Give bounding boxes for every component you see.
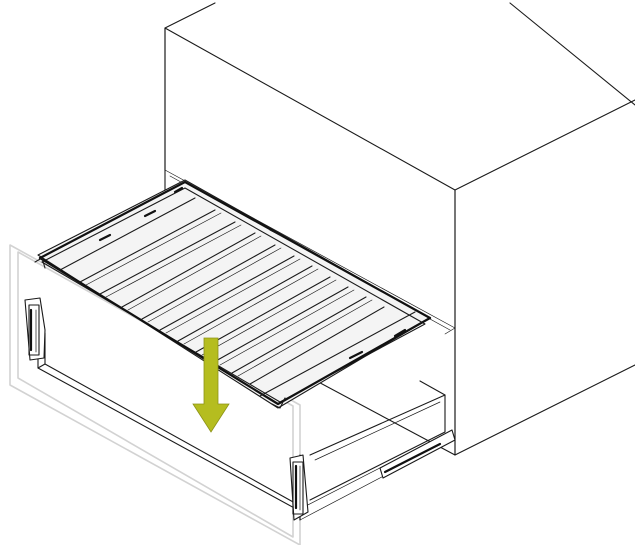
tray-ribs bbox=[79, 209, 385, 385]
drawer-runner bbox=[379, 429, 456, 479]
left-rail-fitting bbox=[24, 297, 46, 361]
down-arrow-icon bbox=[192, 337, 230, 433]
insert-tray bbox=[34, 179, 432, 409]
right-rail-fitting bbox=[289, 454, 309, 521]
